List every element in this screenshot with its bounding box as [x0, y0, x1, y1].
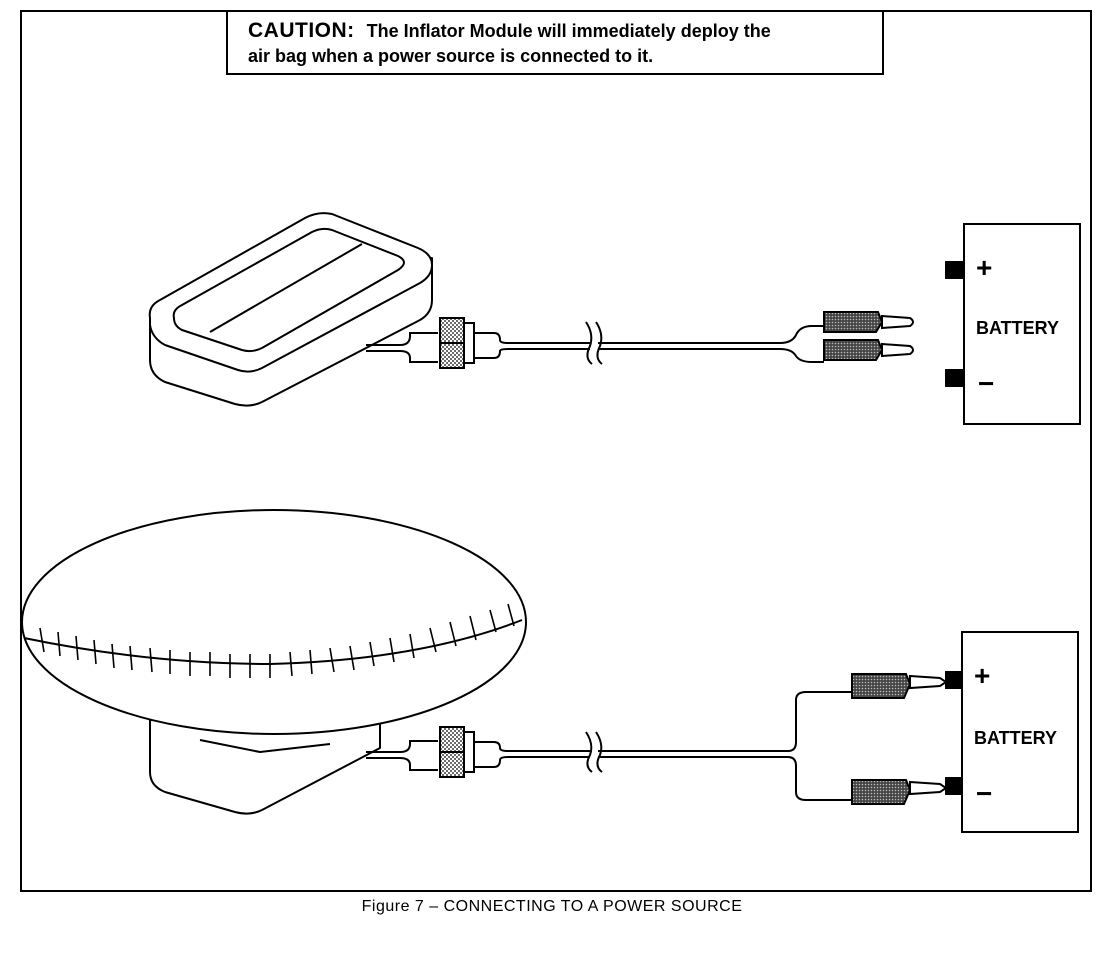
test-clips-top — [823, 311, 914, 361]
inflator-module-top — [148, 212, 433, 407]
battery-top-plus: + — [976, 252, 993, 283]
caution-text-line1: The Inflator Module will immediately dep… — [366, 21, 771, 41]
battery-bottom — [945, 631, 1079, 833]
battery-bottom-minus: − — [976, 778, 993, 809]
caution-text-line2: air bag when a power source is connected… — [248, 46, 654, 66]
figure-caption: Figure 7 – CONNECTING TO A POWER SOURCE — [361, 898, 743, 915]
airbag-seam — [23, 603, 523, 678]
battery-bottom-label: BATTERY — [974, 728, 1057, 748]
battery-bottom-plus: + — [974, 660, 991, 691]
caution-box: CAUTION: The Inflator Module will immedia… — [226, 10, 884, 75]
connector-top — [366, 317, 824, 369]
test-clips-bottom — [851, 673, 948, 805]
battery-top-minus: − — [978, 368, 995, 399]
connector-bottom — [366, 691, 852, 801]
airbag-deployed — [21, 509, 527, 735]
battery-top — [945, 223, 1081, 425]
battery-top-label: BATTERY — [976, 318, 1059, 338]
caution-label: CAUTION: — [248, 19, 355, 42]
inflator-module-bottom — [149, 711, 381, 815]
